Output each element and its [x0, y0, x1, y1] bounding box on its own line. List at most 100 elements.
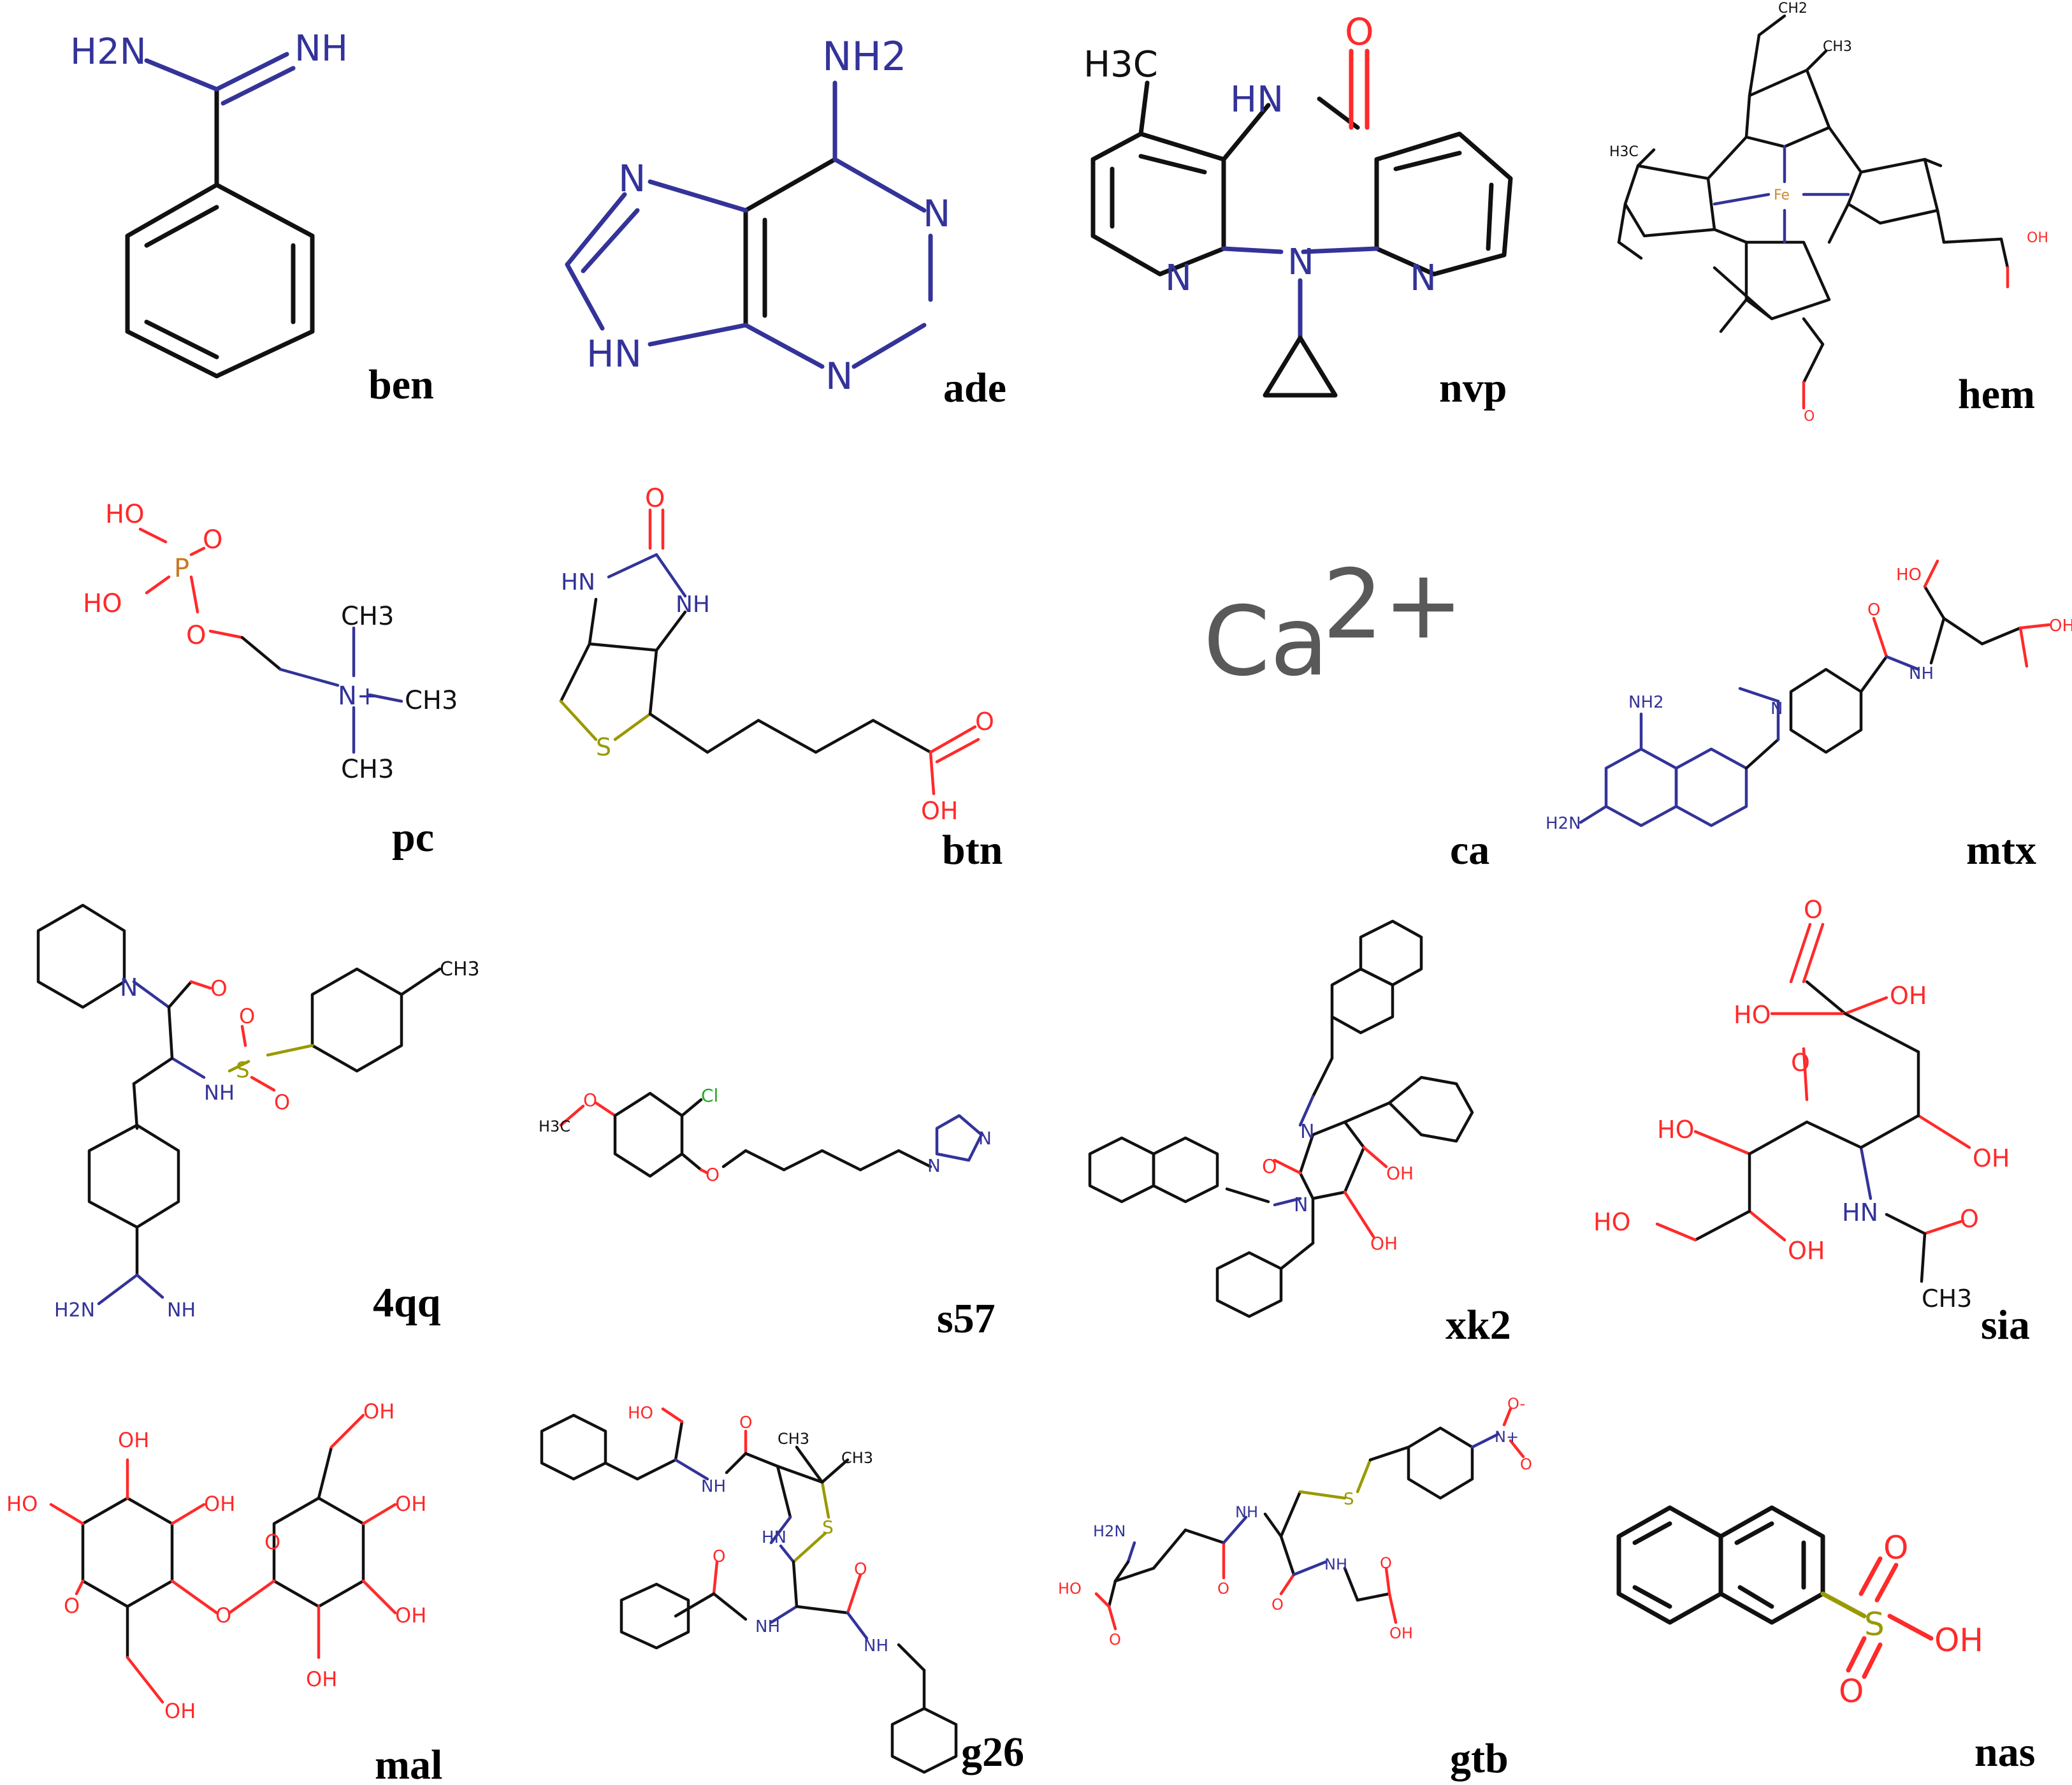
label-pc: pc — [392, 814, 434, 861]
label-nvp: nvp — [1439, 365, 1507, 411]
btn-bonds — [559, 508, 980, 796]
g26-bonds — [540, 1407, 958, 1774]
mtx-n-text: N — [1771, 699, 1783, 718]
g26-hn-text: HN — [762, 1528, 786, 1547]
label-mal: mal — [375, 1742, 442, 1785]
label-sia: sia — [1981, 1302, 2030, 1348]
hem-bonds — [1617, 14, 2010, 410]
pc-methyl1-text: CH3 — [341, 602, 394, 631]
ben-imine-text: NH — [294, 28, 348, 69]
mal-oh4-text: OH — [363, 1399, 395, 1424]
4qq-nh-text: NH — [204, 1081, 235, 1105]
pc-ho2-text: HO — [83, 589, 122, 618]
nvp-bonds — [1090, 48, 1513, 398]
label-s57: s57 — [937, 1295, 996, 1342]
xk2-oh2-text: OH — [1370, 1233, 1398, 1254]
g26-ho-text: HO — [628, 1404, 653, 1423]
ade-amine-text: NH2 — [822, 33, 906, 80]
molecule-btn: O HN NH S O OH btn — [559, 484, 1003, 873]
sia-ho2-text: HO — [1657, 1116, 1694, 1144]
xk2-oh1-text: OH — [1386, 1163, 1414, 1184]
btn-acid-oh-text: OH — [921, 797, 958, 825]
s57-n2-text: N — [978, 1128, 992, 1149]
s57-methyl-text: H3C — [539, 1118, 570, 1135]
molecule-4qq: N O S O O NH CH3 H2N NH 4qq — [36, 903, 480, 1326]
g26-o1-text: O — [739, 1413, 752, 1432]
4qq-so1-text: O — [239, 1004, 255, 1028]
nas-bonds — [1616, 1505, 1934, 1679]
molecule-ade: NH2 N N N HN ade — [565, 33, 1006, 411]
sia-ring-o-text: O — [1791, 1049, 1810, 1077]
gtb-nitro-n-text: N+ — [1495, 1428, 1519, 1446]
molecule-ben: H2N NH ben — [70, 28, 434, 408]
molecule-mtx: HO O OH NH N NH2 H2N mtx — [1546, 559, 2072, 873]
gtb-amine-text: H2N — [1093, 1522, 1126, 1540]
hem-vinyl-text: CH2 — [1778, 1, 1808, 17]
hem-acid-o-text: O — [1804, 409, 1815, 425]
mal-ho1-text: HO — [6, 1492, 38, 1516]
4qq-sulfur-text: S — [236, 1058, 250, 1083]
molecule-ca: Ca 2+ ca — [1203, 550, 1489, 873]
hem-iron-text: Fe — [1774, 187, 1790, 203]
molecule-gtb: H2N HO O O NH S N+ O- O O NH O OH gtb — [1058, 1395, 1532, 1782]
ade-bonds — [565, 80, 933, 369]
ca-ion-charge: 2+ — [1322, 550, 1463, 660]
molecule-sia: O HO O OH OH HO OH HO HN O CH3 sia — [1593, 896, 2030, 1348]
molecule-xk2: O N N OH OH xk2 — [1088, 919, 1511, 1348]
pc-methyl3-text: CH3 — [341, 755, 394, 784]
gtb-nitro-om-text: O- — [1507, 1395, 1525, 1413]
nvp-n3-text: N — [1410, 258, 1437, 299]
4qq-carbonyl-o-text: O — [210, 976, 228, 1002]
mtx-amide-o-text: O — [1867, 601, 1880, 620]
gtb-bonds — [1094, 1407, 1525, 1631]
sia-oh3-text: OH — [1788, 1237, 1825, 1265]
label-hem: hem — [1958, 371, 2035, 418]
xk2-n1-text: N — [1300, 1121, 1314, 1143]
btn-urea-o-text: O — [645, 484, 665, 513]
nas-sulfur-text: S — [1864, 1606, 1885, 1643]
mtx-oh-text: OH — [2049, 616, 2072, 636]
sia-acid-o-text: O — [1804, 896, 1823, 924]
sia-methyl-text: CH3 — [1922, 1285, 1972, 1313]
mal-ring-o1-text: O — [64, 1594, 80, 1618]
pc-oxo-text: O — [203, 525, 222, 555]
ade-n3-text: N — [825, 354, 853, 398]
label-ben: ben — [368, 361, 434, 408]
4qq-imine-text: NH — [167, 1299, 196, 1322]
molecule-mal: OH OH HO O O OH O OH OH OH OH mal — [6, 1399, 442, 1785]
sia-amide-o-text: O — [1960, 1205, 1979, 1233]
sia-hn-text: HN — [1842, 1198, 1878, 1227]
ca-ion-symbol: Ca — [1203, 586, 1329, 697]
btn-acid-o-text: O — [975, 708, 994, 736]
gtb-nitro-o-text: O — [1520, 1455, 1532, 1473]
xk2-n2-text: N — [1294, 1194, 1308, 1216]
g26-methyl2-text: CH3 — [841, 1449, 873, 1467]
mal-ring-o2-text: O — [264, 1530, 280, 1554]
gtb-ho-text: HO — [1058, 1580, 1082, 1598]
4qq-methyl-text: CH3 — [440, 958, 480, 980]
gtb-o2-text: O — [1217, 1580, 1229, 1598]
4qq-piperidine-n-text: N — [120, 973, 138, 1002]
molecule-pc: HO HO P O O N+ CH3 CH3 CH3 pc — [83, 500, 458, 861]
sia-oh1-text: OH — [1890, 982, 1927, 1010]
s57-bonds — [559, 1091, 983, 1178]
gtb-sulfur-text: S — [1344, 1490, 1354, 1509]
gtb-o3-text: O — [1271, 1596, 1284, 1614]
pc-methyl2-text: CH3 — [405, 686, 458, 715]
mal-glycosidic-o-text: O — [215, 1603, 231, 1628]
molecule-hem: Fe CH2 CH3 H3C OH O hem — [1609, 1, 2048, 425]
molecule-nas: S O O OH nas — [1616, 1505, 2035, 1775]
mal-oh1-text: OH — [118, 1428, 149, 1452]
ben-amine-text: H2N — [70, 31, 147, 73]
pc-phosphorus-text: P — [174, 554, 189, 583]
mal-oh3-text: OH — [164, 1699, 196, 1723]
label-gtb: gtb — [1450, 1735, 1509, 1782]
mtx-nh-text: NH — [1909, 664, 1934, 683]
ade-n9-text: HN — [586, 332, 642, 375]
label-4qq: 4qq — [373, 1279, 441, 1326]
xk2-bonds — [1088, 919, 1474, 1318]
hem-methyl-text: CH3 — [1823, 39, 1852, 55]
mtx-h2n-text: H2N — [1546, 814, 1581, 833]
label-ca: ca — [1450, 827, 1489, 873]
